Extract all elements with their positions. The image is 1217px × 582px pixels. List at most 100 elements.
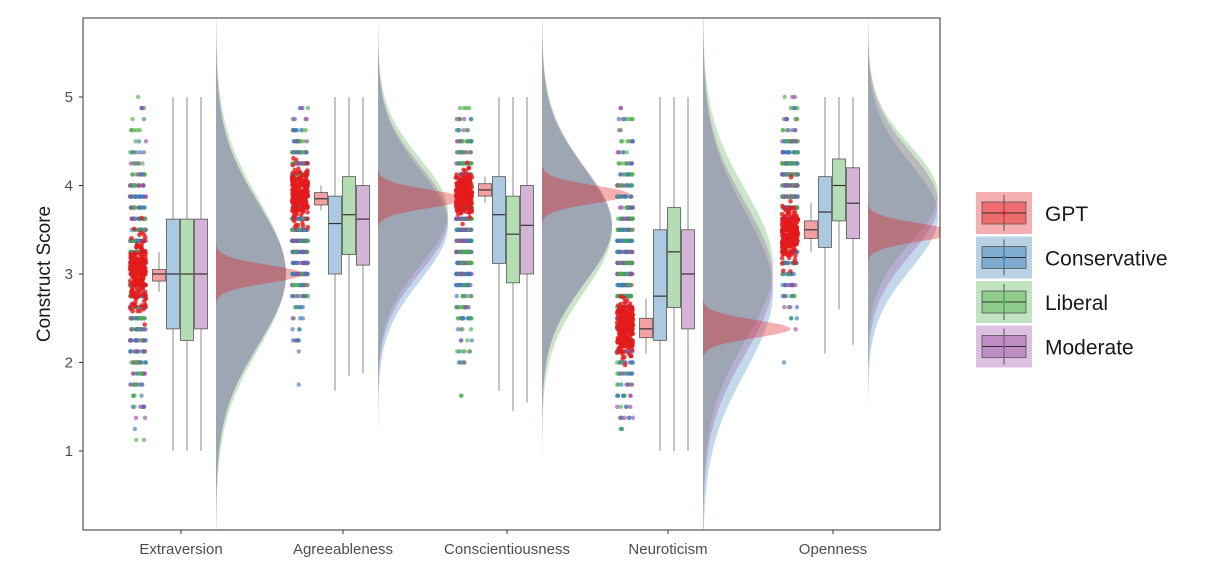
data-point-gpt <box>143 234 148 240</box>
data-point-gpt <box>301 190 307 195</box>
density-cloud-conservative <box>703 18 773 530</box>
data-point <box>135 227 141 232</box>
data-point <box>305 238 310 243</box>
data-point <box>459 260 464 266</box>
data-point <box>129 194 134 199</box>
data-point <box>467 349 473 354</box>
data-point-gpt <box>788 175 794 180</box>
data-point <box>793 327 798 332</box>
data-point <box>454 249 459 255</box>
boxplots <box>152 97 860 451</box>
data-point-gpt <box>618 318 623 324</box>
data-point-gpt <box>788 199 793 204</box>
data-point <box>300 271 305 277</box>
data-point <box>137 183 142 188</box>
data-point-gpt <box>783 234 788 240</box>
data-point <box>615 393 621 398</box>
box <box>328 195 342 275</box>
data-point <box>456 116 461 122</box>
data-point <box>625 216 630 221</box>
data-point-gpt <box>617 337 622 343</box>
density-cloud-conservative <box>378 18 448 445</box>
data-point-gpt <box>304 185 310 190</box>
data-point <box>624 161 630 166</box>
data-point-gpt <box>792 247 797 253</box>
density-cloud-liberal <box>378 18 448 425</box>
boxplot-moderate <box>194 97 208 451</box>
data-point-gpt <box>129 302 134 307</box>
data-point <box>616 150 622 155</box>
data-point <box>305 260 310 266</box>
data-point-gpt <box>459 208 465 213</box>
data-point <box>623 249 629 255</box>
data-point-gpt <box>130 308 135 314</box>
data-point <box>454 293 459 299</box>
data-point <box>297 227 302 232</box>
data-point <box>459 316 465 321</box>
data-point <box>620 139 625 144</box>
data-point <box>781 360 787 365</box>
data-point <box>614 238 620 243</box>
data-point <box>467 105 472 111</box>
data-point-gpt <box>299 199 304 204</box>
data-point <box>465 338 470 343</box>
data-point <box>629 382 635 387</box>
data-point <box>619 382 624 387</box>
box <box>180 218 194 341</box>
data-point <box>461 128 466 133</box>
data-point <box>137 128 142 133</box>
data-point <box>142 349 148 354</box>
data-point-gpt <box>129 235 134 241</box>
data-point <box>794 161 799 166</box>
data-point-gpt <box>627 344 633 349</box>
data-point-gpt <box>792 226 797 232</box>
data-point <box>626 227 631 232</box>
density-cloud-conservative <box>868 18 938 429</box>
data-point <box>140 161 145 166</box>
data-point <box>290 327 295 332</box>
data-point <box>290 338 296 343</box>
boxplot-liberal <box>342 97 356 376</box>
data-point <box>624 150 629 155</box>
data-point <box>785 128 790 133</box>
data-point-gpt <box>138 253 144 259</box>
data-point <box>303 116 308 122</box>
data-point <box>296 382 301 387</box>
data-point-gpt <box>140 276 145 282</box>
boxplot-gpt <box>804 203 818 252</box>
data-point <box>298 139 303 144</box>
data-point <box>779 194 785 199</box>
data-point-gpt <box>461 167 466 173</box>
boxplot-conservative <box>653 97 667 451</box>
data-point <box>618 172 623 177</box>
boxplot-conservative <box>166 97 180 451</box>
density-cloud-moderate <box>542 18 612 459</box>
data-point <box>624 260 629 266</box>
data-point <box>457 150 462 155</box>
data-point <box>137 139 142 144</box>
data-point <box>463 238 468 243</box>
data-point <box>140 183 145 188</box>
data-point <box>628 271 634 277</box>
data-point-gpt <box>467 199 473 205</box>
data-point-gpt <box>628 305 633 311</box>
data-point <box>460 349 465 354</box>
legend-label: GPT <box>1045 203 1088 226</box>
data-point-gpt <box>782 205 787 211</box>
box <box>653 229 667 341</box>
data-point <box>780 172 785 177</box>
data-point <box>630 249 635 255</box>
data-point-gpt <box>298 212 304 218</box>
data-point <box>290 316 295 321</box>
data-point <box>138 338 143 343</box>
y-tick-label: 2 <box>65 355 73 372</box>
data-point <box>301 227 306 232</box>
data-point <box>780 128 785 133</box>
data-point <box>295 271 300 277</box>
data-point-gpt <box>781 268 786 274</box>
y-tick-label: 5 <box>65 89 73 106</box>
data-point-gpt <box>794 213 799 218</box>
data-point <box>130 404 136 409</box>
data-point <box>457 105 463 111</box>
data-point <box>785 172 790 177</box>
